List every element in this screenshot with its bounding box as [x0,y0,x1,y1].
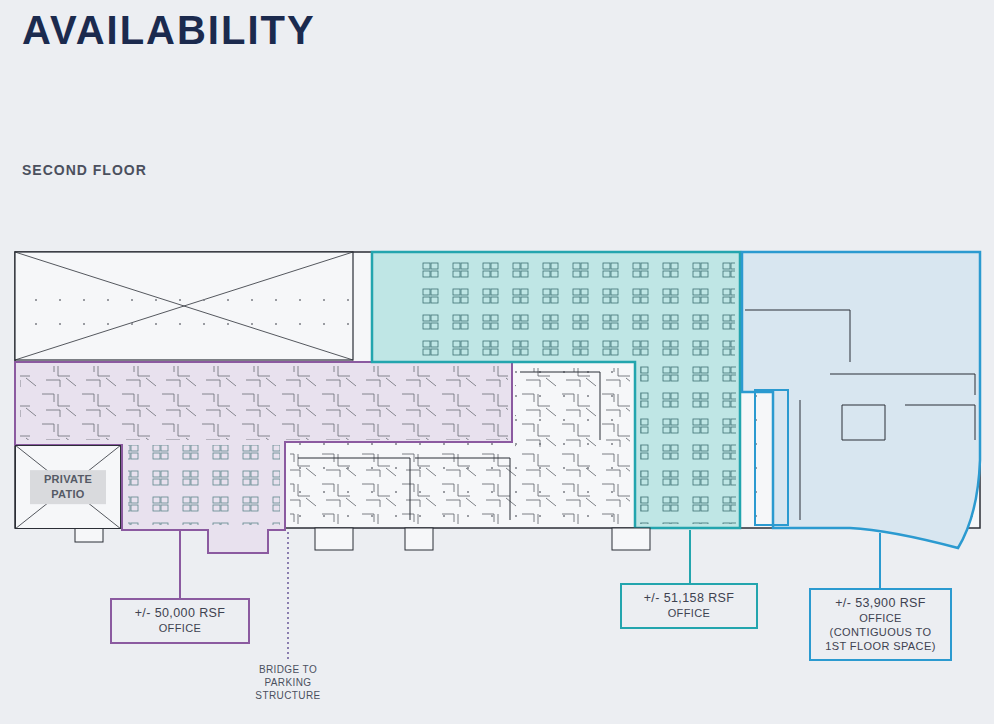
area-use: OFFICE [630,607,748,621]
patio-label: PRIVATE PATIO [30,470,106,504]
area-callout: +/- 51,158 RSF OFFICE [620,583,758,629]
page-title: AVAILABILITY [22,8,316,53]
area-size: +/- 50,000 RSF [120,606,240,620]
patio-area: PRIVATE PATIO [15,445,121,529]
area-size: +/- 51,158 RSF [630,591,748,605]
area-callout: +/- 50,000 RSF OFFICE [110,598,250,644]
area-use: OFFICE (CONTIGUOUS TO 1ST FLOOR SPACE) [819,612,942,653]
area-callout: +/- 53,900 RSF OFFICE (CONTIGUOUS TO 1ST … [809,588,952,661]
bridge-label: BRIDGE TO PARKING STRUCTURE [240,663,336,702]
area-use: OFFICE [120,622,240,636]
area-size: +/- 53,900 RSF [819,596,942,610]
floor-label: SECOND FLOOR [22,162,147,178]
